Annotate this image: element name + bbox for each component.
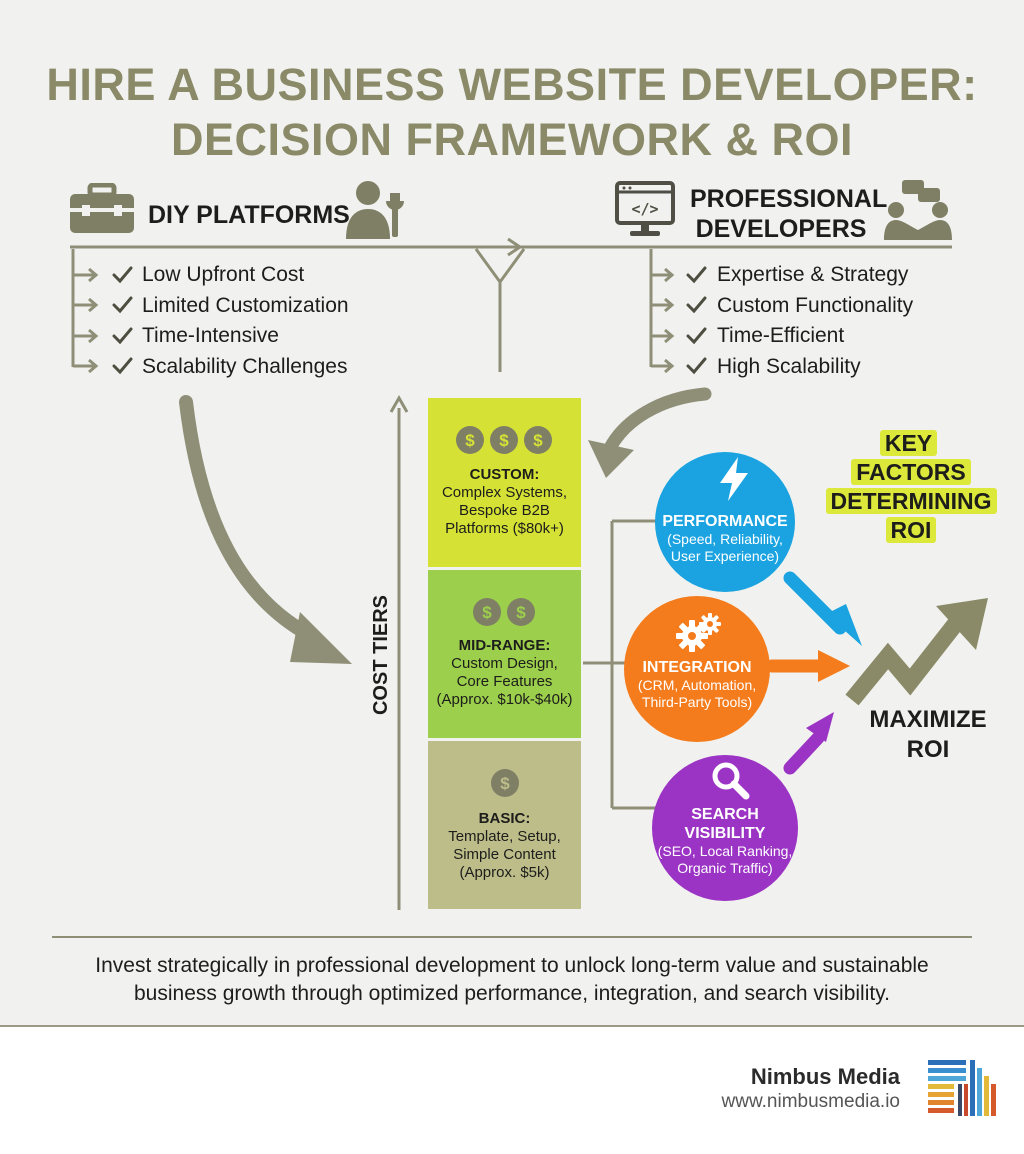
- key-factors-line-2: DETERMINING: [825, 488, 997, 514]
- tier-mid-desc-3: (Approx. $10k-$40k): [436, 691, 573, 708]
- tier-custom-text: CUSTOM: Complex Systems, Bespoke B2B Pla…: [428, 466, 581, 538]
- diy-tree-branches: [73, 267, 99, 374]
- footer-line-2: business growth through optimized perfor…: [134, 982, 890, 1005]
- code-monitor-icon: </>: [615, 181, 675, 236]
- search-desc-1: (SEO, Local Ranking,: [657, 843, 793, 859]
- integration-desc-2: Third-Party Tools): [641, 694, 753, 710]
- performance-arrow: [783, 571, 847, 635]
- factor-bracket-line: [583, 519, 658, 810]
- svg-text:$: $: [516, 603, 526, 622]
- tier-basic-block: [428, 741, 581, 909]
- person-wrench-icon: [346, 181, 404, 239]
- pro-check-icons: [686, 266, 707, 375]
- maximize-roi-label: MAXIMIZE ROI: [855, 705, 1001, 765]
- tier-mid-desc-1: Custom Design,: [451, 655, 558, 672]
- svg-text:$: $: [499, 431, 509, 450]
- key-factors-line-1: KEY FACTORS: [851, 430, 971, 485]
- professional-label-line-1: PROFESSIONAL: [690, 185, 888, 213]
- list-item: Time-Intensive: [142, 324, 279, 347]
- tier-basic-desc-3: (Approx. $5k): [459, 864, 550, 881]
- diy-platforms-label: DIY PLATFORMS: [148, 201, 350, 229]
- tier-basic-text: BASIC: Template, Setup, Simple Content (…: [428, 810, 581, 882]
- magnifier-icon: [712, 762, 750, 800]
- list-item: Expertise & Strategy: [717, 263, 909, 286]
- integration-circle: [624, 596, 770, 742]
- lightning-icon: [720, 457, 748, 501]
- diy-check-icons: [112, 266, 133, 375]
- search-name-2: VISIBILITY: [684, 825, 766, 842]
- page-title-line-2: DECISION FRAMEWORK & ROI: [171, 114, 853, 165]
- two-dollar-coins-icon: $ $: [473, 598, 535, 626]
- list-item: Scalability Challenges: [142, 354, 348, 378]
- diy-feature-list: Low Upfront Cost Limited Customization T…: [142, 260, 349, 382]
- tier-custom-desc-2: Bespoke B2B: [459, 502, 550, 519]
- search-circle: [652, 755, 798, 901]
- performance-desc-2: User Experience): [670, 548, 780, 564]
- pro-curve-arrow: [603, 387, 712, 455]
- search-visibility-text: SEARCH VISIBILITY (SEO, Local Ranking, O…: [655, 805, 795, 877]
- integration-desc-1: (CRM, Automation,: [637, 677, 757, 693]
- performance-circle: [655, 452, 795, 592]
- pro-feature-list: Expertise & Strategy Custom Functionalit…: [717, 260, 913, 382]
- tier-mid-name: MID-RANGE:: [458, 637, 551, 654]
- toolbox-icon: [70, 183, 134, 233]
- list-item: Low Upfront Cost: [142, 263, 305, 286]
- brand-url: www.nimbusmedia.io: [721, 1091, 900, 1112]
- brand-footer-band: [0, 1027, 1024, 1154]
- cost-tiers-axis-label: COST TIERS: [370, 595, 392, 716]
- divider-arrow-icon: [507, 237, 523, 257]
- page-title-line-1: HIRE A BUSINESS WEBSITE DEVELOPER:: [46, 59, 978, 110]
- footer-statement: Invest strategically in professional dev…: [30, 952, 994, 1008]
- nimbus-media-logo-icon: [928, 1060, 996, 1116]
- tier-mid-block: [428, 570, 581, 738]
- svg-text:$: $: [482, 603, 492, 622]
- svg-text:$: $: [465, 431, 475, 450]
- tier-basic-name: BASIC:: [478, 810, 531, 827]
- brand-name: Nimbus Media: [750, 1064, 900, 1089]
- tier-custom-desc-3: Platforms ($80k+): [445, 520, 564, 537]
- integration-text: INTEGRATION (CRM, Automation, Third-Part…: [628, 658, 766, 711]
- gears-icon: [676, 613, 721, 652]
- performance-desc-1: (Speed, Reliability,: [667, 531, 783, 547]
- footer-line-1: Invest strategically in professional dev…: [95, 954, 929, 977]
- search-name-1: SEARCH: [691, 806, 759, 823]
- roi-growth-arrow: [845, 612, 967, 706]
- tier-mid-text: MID-RANGE: Custom Design, Core Features …: [428, 637, 581, 709]
- tier-custom-name: CUSTOM:: [469, 466, 540, 483]
- integration-name: INTEGRATION: [642, 659, 752, 676]
- svg-text:</>: </>: [631, 200, 658, 218]
- search-arrow: [783, 731, 825, 775]
- search-desc-2: Organic Traffic): [677, 860, 773, 876]
- tier-mid-desc-2: Core Features: [456, 673, 553, 690]
- professional-developers-label: PROFESSIONAL DEVELOPERS: [690, 184, 888, 244]
- list-item: Limited Customization: [142, 293, 349, 317]
- professional-label-line-2: DEVELOPERS: [695, 215, 867, 243]
- svg-text:$: $: [533, 431, 543, 450]
- tier-custom-desc-1: Complex Systems,: [441, 484, 568, 501]
- maximize-roi-line-1: MAXIMIZE: [869, 706, 987, 733]
- three-dollar-coins-icon: $ $ $: [456, 426, 552, 454]
- svg-text:$: $: [500, 774, 510, 793]
- performance-text: PERFORMANCE (Speed, Reliability, User Ex…: [660, 512, 790, 565]
- diy-curve-arrow: [179, 395, 322, 645]
- list-item: High Scalability: [717, 354, 861, 378]
- one-dollar-coin-icon: $: [491, 769, 519, 797]
- tier-basic-desc-1: Template, Setup,: [448, 828, 561, 845]
- maximize-roi-line-2: ROI: [906, 736, 950, 763]
- team-collaboration-icon: [884, 180, 952, 240]
- key-factors-label: KEY FACTORS DETERMINING ROI: [825, 429, 997, 545]
- list-item: Custom Functionality: [717, 293, 914, 317]
- performance-name: PERFORMANCE: [662, 513, 788, 530]
- key-factors-line-3: ROI: [885, 517, 937, 543]
- center-fork-line: [474, 248, 526, 372]
- tier-basic-desc-2: Simple Content: [453, 846, 556, 863]
- list-item: Time-Efficient: [717, 324, 845, 347]
- pro-tree-branches: [651, 267, 675, 374]
